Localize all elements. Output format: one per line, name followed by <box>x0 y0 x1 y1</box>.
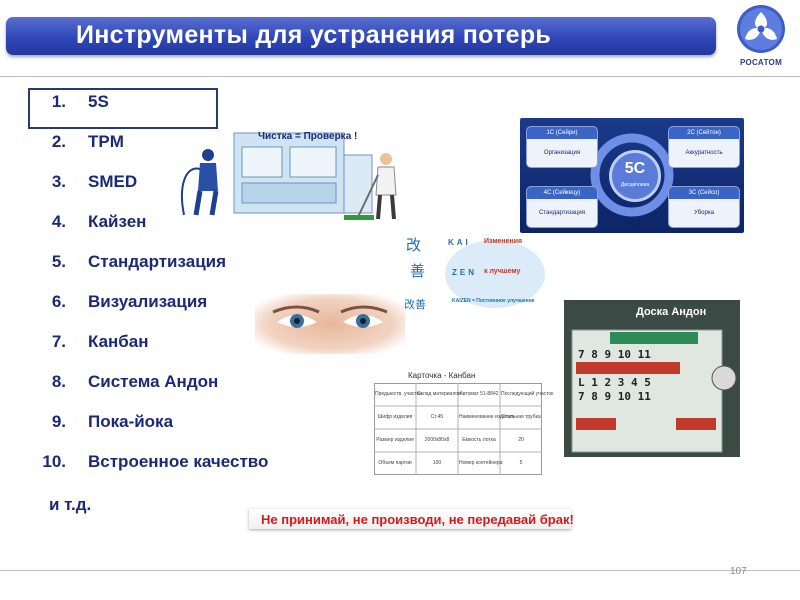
slogan-text: Не принимай, не производи, не передавай … <box>261 512 574 527</box>
page-number: 107 <box>730 566 747 577</box>
item-number: 8. <box>51 372 66 391</box>
kanban-cell: 2000х80х8 <box>424 437 450 443</box>
kanban-cell: Последующий участок <box>501 391 554 397</box>
zen-word: ZEN <box>452 268 477 277</box>
item-label: Кайзен <box>88 212 147 231</box>
item-label: Стандартизация <box>88 252 227 271</box>
item-number: 10. <box>42 452 66 471</box>
selection-highlight <box>28 88 218 129</box>
item-label: 5S <box>88 92 109 111</box>
center-sublabel: Дисциплина <box>620 182 650 188</box>
kanban-grid-icon <box>374 383 542 475</box>
box-head: 3С (Сейсо) <box>669 187 739 199</box>
item-label: SMED <box>88 172 138 191</box>
kanban-cell: Склад материалов <box>417 391 461 397</box>
kanban-cell: 20 <box>518 437 524 443</box>
rosatom-logo: РОСАТОМ <box>726 2 796 70</box>
kai-glyph-icon: 改 <box>406 237 422 254</box>
kanban-cell: Номер контейнера <box>459 460 503 466</box>
kanban-cell: Наименование изделия <box>459 414 514 420</box>
andon-board-photo: 7 8 9 10 11 L 1 2 3 4 5 7 8 9 10 11 <box>564 300 740 457</box>
atom-logo-icon <box>737 5 785 53</box>
item-number: 6. <box>51 292 66 311</box>
item-label: TPM <box>88 132 124 151</box>
kaizen-glow-icon <box>445 240 545 308</box>
kanban-caption: Карточка - Канбан <box>408 371 476 380</box>
box-body: Стандартизация <box>539 210 585 216</box>
eyes-photo <box>255 294 405 354</box>
box-head: 2С (Сейтон) <box>669 127 739 139</box>
kanban-cell: Шифр изделия <box>377 414 413 420</box>
kaizen-glyph-icon: 改善 <box>404 299 426 311</box>
footer-divider <box>0 570 800 571</box>
five-s-box: 2С (Сейтон) Аккуратность <box>668 126 740 168</box>
kanban-cell: Предшеств. участок <box>375 391 422 397</box>
five-s-diagram: 1С (Сейри) Организация 2С (Сейтон) Аккур… <box>520 118 744 233</box>
svg-text:7 8 9 10 11: 7 8 9 10 11 <box>578 348 651 361</box>
kanban-card: Предшеств. участок Склад материалов Авто… <box>374 383 554 475</box>
etc-text: и т.д. <box>49 495 92 514</box>
kanban-cell: Автомат 51-8842 <box>459 391 499 397</box>
header-divider <box>0 76 800 77</box>
svg-text:7 8 9 10 11: 7 8 9 10 11 <box>578 390 651 403</box>
five-s-box: 4С (Сейкецу) Стандартизация <box>526 186 598 228</box>
svg-text:L 1 2 3 4 5: L 1 2 3 4 5 <box>578 376 651 389</box>
box-body: Уборка <box>694 210 714 216</box>
box-head: 4С (Сейкецу) <box>527 187 597 199</box>
kanban-cell: Ст.45 <box>430 414 444 420</box>
kai-note: Изменения <box>484 238 523 245</box>
item-label: Канбан <box>88 332 149 351</box>
center-label: 5С <box>624 160 646 177</box>
box-body: Организация <box>543 150 581 156</box>
item-label: Система Андон <box>88 372 219 391</box>
andon-label: Доска Андон <box>636 306 707 318</box>
kanban-cell: 100 <box>432 460 442 466</box>
kanban-cell: Емкость лотка <box>462 437 496 443</box>
kanban-cell: Объем партии <box>378 460 412 466</box>
five-s-box: 3С (Сейсо) Уборка <box>668 186 740 228</box>
five-s-center: 5С Дисциплина <box>609 150 661 202</box>
item-number: 2. <box>51 132 66 151</box>
cleaning-illustration <box>180 132 397 220</box>
logo-text: РОСАТОМ <box>739 58 783 67</box>
zen-note: к лучшему <box>484 268 521 275</box>
cycle-arrows-icon <box>590 133 674 217</box>
item-number: 7. <box>51 332 66 351</box>
title-banner: Инструменты для устранения потерь <box>6 17 716 55</box>
item-label: Визуализация <box>88 292 208 311</box>
kanban-cell: Размер изделия <box>376 437 414 443</box>
item-number: 1. <box>51 92 66 111</box>
item-label: Пока-йока <box>88 412 174 431</box>
kaizen-illustration: 改 善 改善 KAI Изменения ZEN к лучшему KAIZE… <box>400 232 550 322</box>
item-number: 4. <box>51 212 66 231</box>
box-body: Аккуратность <box>685 150 723 156</box>
kanban-cell: 5 <box>519 460 523 466</box>
box-head: 1С (Сейри) <box>527 127 597 139</box>
zen-glyph-icon: 善 <box>410 263 426 280</box>
item-label: Встроенное качество <box>88 452 269 471</box>
cleaning-banner-text: Чистка = Проверка ! <box>258 131 358 142</box>
kaizen-bottom: KAIZEN = Постоянное улучшение <box>452 298 535 304</box>
slogan-banner: Не принимай, не производи, не передавай … <box>249 509 574 529</box>
kanban-cell: Стальная трубка <box>501 414 541 420</box>
andon-board-icon: 7 8 9 10 11 L 1 2 3 4 5 7 8 9 10 11 <box>571 329 737 453</box>
item-number: 9. <box>51 412 66 431</box>
kai-word: KAI <box>448 238 471 247</box>
item-number: 3. <box>51 172 66 191</box>
item-number: 5. <box>51 252 66 271</box>
five-s-box: 1С (Сейри) Организация <box>526 126 598 168</box>
page-title: Инструменты для устранения потерь <box>76 21 552 49</box>
